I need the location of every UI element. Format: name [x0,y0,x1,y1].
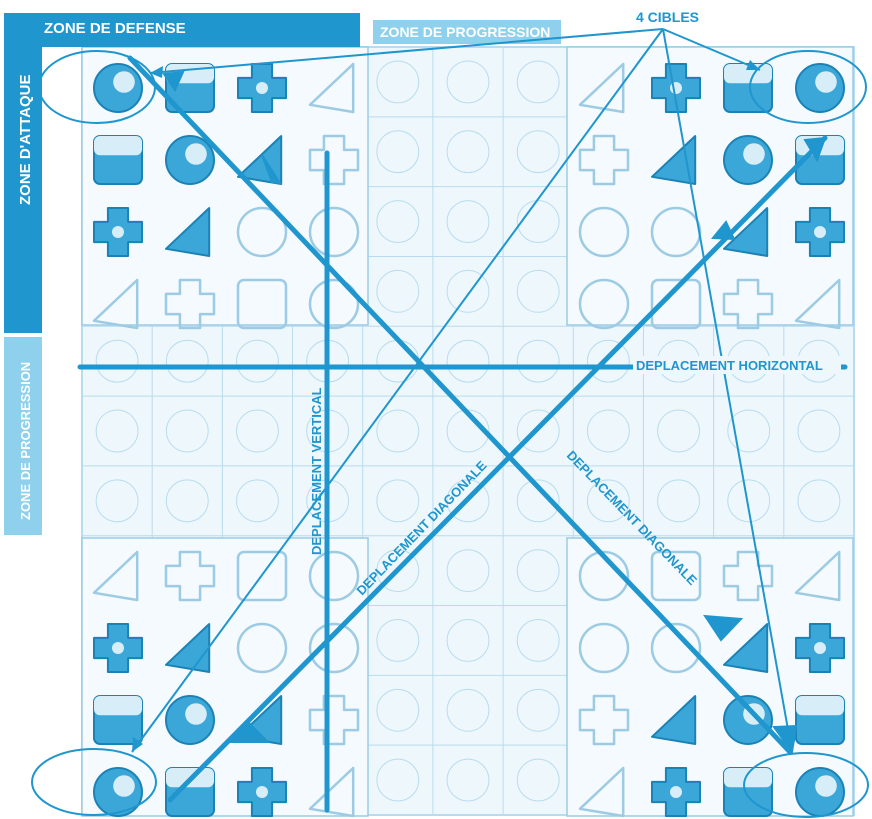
cross-piece-center [814,226,826,238]
zone-attack-label: ZONE D'ATTAQUE [17,74,34,205]
game-piece-square [94,136,142,184]
game-piece-circle [796,64,844,112]
game-piece-circle [796,768,844,816]
circle-piece-highlight [185,143,207,165]
circle-piece-highlight [815,775,837,797]
cross-piece-center [814,642,826,654]
vertical-label: DEPLACEMENT VERTICAL [309,387,324,555]
square-piece-highlight [796,696,844,715]
horizontal-label: DEPLACEMENT HORIZONTAL [636,358,823,373]
game-piece-square [94,696,142,744]
cross-piece-center [112,226,124,238]
game-piece-circle [724,696,772,744]
game-piece-square [166,768,214,816]
circle-piece-highlight [743,143,765,165]
cross-piece-center [112,642,124,654]
game-piece-square [724,64,772,112]
square-piece-highlight [94,696,142,715]
circle-piece-highlight [113,71,135,93]
circle-piece-highlight [113,775,135,797]
ou-label: OU [8,31,23,51]
zone-progression-top-label: ZONE DE PROGRESSION [380,24,550,40]
cross-piece-center [256,786,268,798]
zone-progression-left-label: ZONE DE PROGRESSION [18,362,33,520]
square-piece-highlight [724,768,772,787]
game-piece-circle [166,696,214,744]
circle-piece-highlight [185,703,207,725]
circle-piece-highlight [815,71,837,93]
cross-piece-center [670,786,682,798]
square-piece-highlight [94,136,142,155]
cross-piece-center [256,82,268,94]
zone-defense-label: ZONE DE DEFENSE [44,20,186,37]
game-piece-circle [94,64,142,112]
game-piece-circle [724,136,772,184]
game-piece-circle [166,136,214,184]
game-piece-square [796,696,844,744]
game-piece-circle [94,768,142,816]
cibles-label: 4 CIBLES [636,9,699,25]
